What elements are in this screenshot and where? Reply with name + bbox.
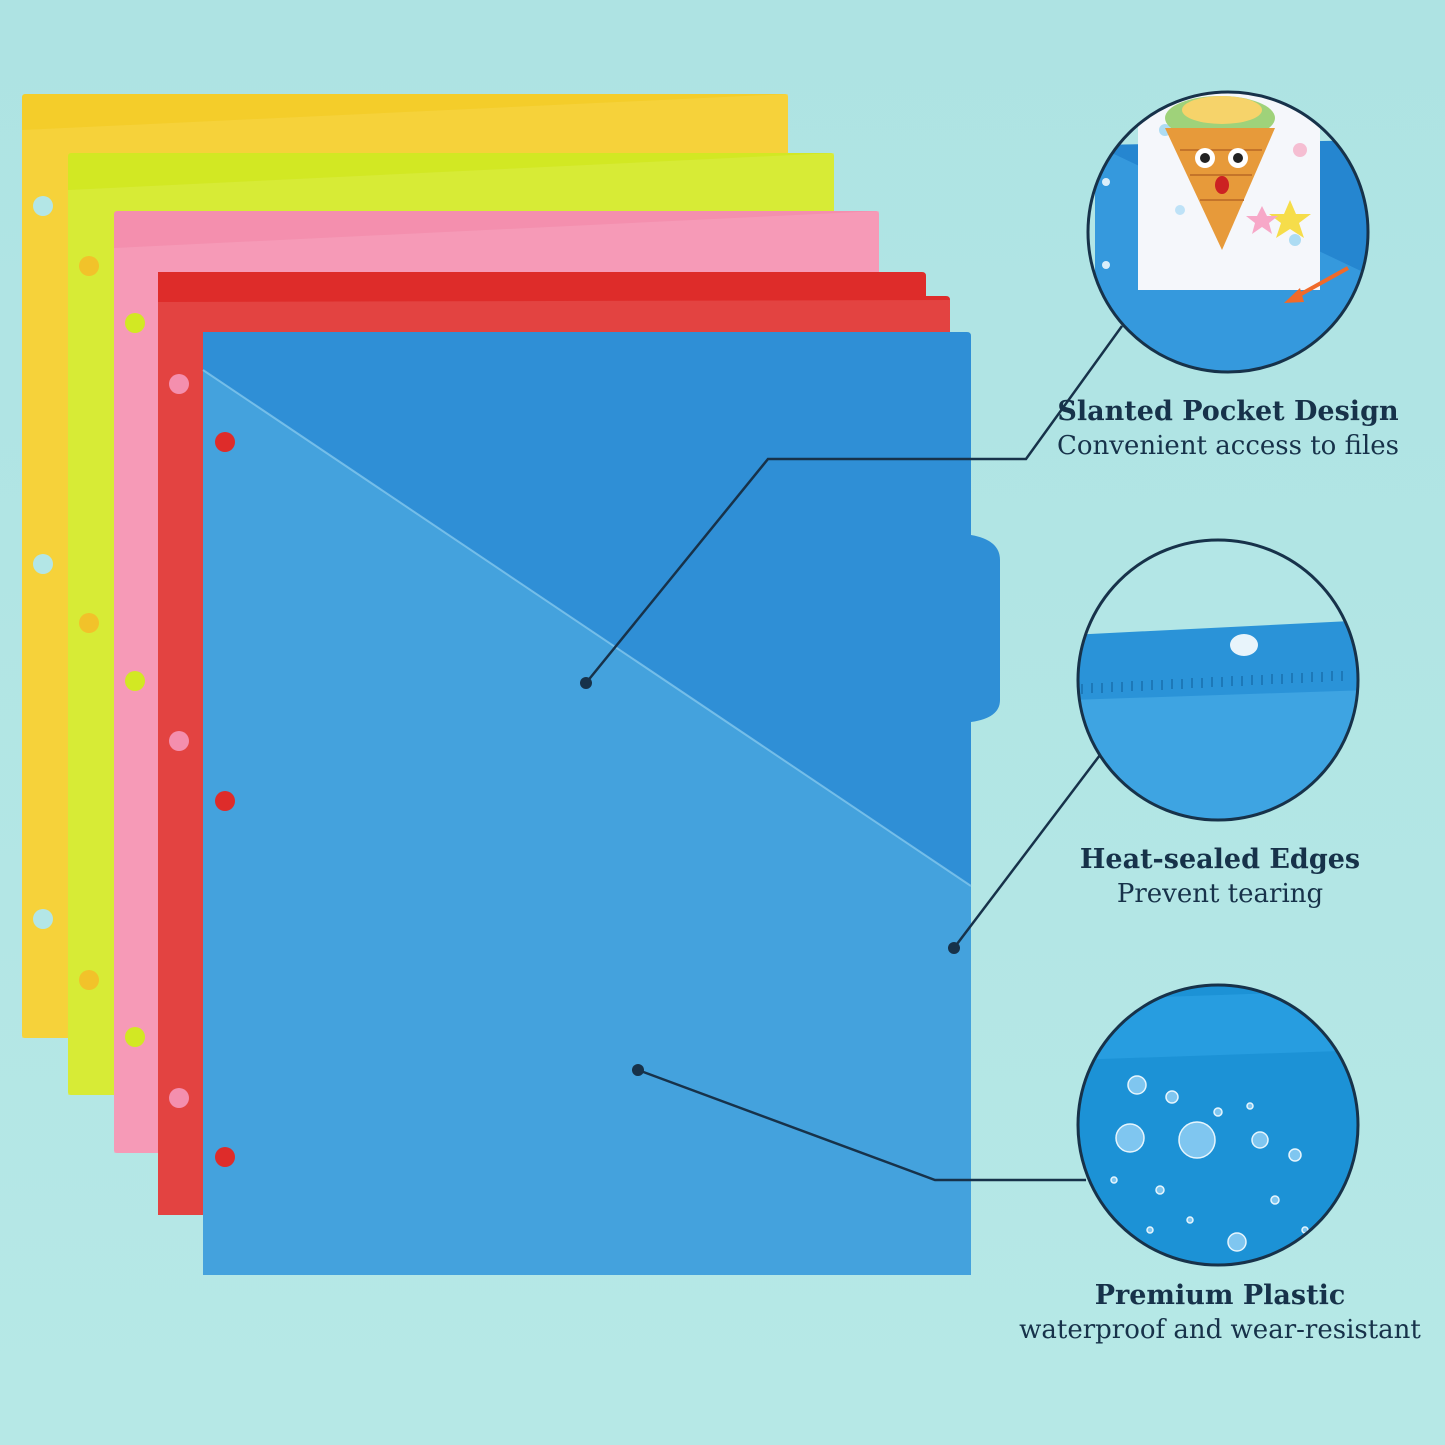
punch-hole <box>169 374 189 394</box>
punch-hole <box>169 1088 189 1108</box>
punch-hole <box>33 196 53 216</box>
callout-dot-2 <box>948 942 960 954</box>
punch-hole <box>125 313 145 333</box>
feature-slanted-pocket: Slanted Pocket Design Convenient access … <box>1018 395 1438 463</box>
zoom-circle-2 <box>1076 538 1360 822</box>
punch-hole <box>125 671 145 691</box>
slanted-pocket <box>203 370 971 1275</box>
feature-premium-plastic: Premium Plastic waterproof and wear-resi… <box>1010 1279 1430 1347</box>
punch-hole <box>169 731 189 751</box>
punch-hole <box>79 256 99 276</box>
feature-title: Slanted Pocket Design <box>1057 396 1399 427</box>
orange-arrow-icon <box>1293 266 1349 300</box>
punch-hole <box>33 554 53 574</box>
folder-blue <box>202 332 1000 1275</box>
punch-hole <box>215 791 235 811</box>
punch-hole <box>125 1027 145 1047</box>
feature-subtitle: Prevent tearing <box>1116 879 1324 909</box>
callout-dot-1 <box>580 677 592 689</box>
feature-subtitle: waterproof and wear-resistant <box>1019 1315 1421 1345</box>
callout-line-3 <box>637 1068 1086 1182</box>
callout-lines <box>585 325 1124 1182</box>
pocket-with-drawing-icon <box>1088 92 1368 372</box>
punch-hole <box>215 1147 235 1167</box>
punch-hole <box>33 909 53 929</box>
feature-title: Heat-sealed Edges <box>1079 844 1361 875</box>
feature-subtitle: Convenient access to files <box>1057 431 1399 461</box>
punch-hole <box>79 970 99 990</box>
punch-hole <box>79 613 99 633</box>
water-droplets-icon <box>1078 985 1358 1265</box>
zoom-circle-1 <box>1086 90 1370 374</box>
callout-line-2 <box>953 754 1101 949</box>
feature-title: Premium Plastic <box>1094 1280 1346 1311</box>
heat-sealed-edge-icon <box>1078 540 1358 820</box>
callout-line-1 <box>585 325 1124 684</box>
feature-heat-sealed: Heat-sealed Edges Prevent tearing <box>1010 843 1430 911</box>
punch-hole <box>215 432 235 452</box>
folder-stack <box>22 94 1000 1275</box>
zoom-circle-3 <box>1076 983 1360 1267</box>
callout-dot-3 <box>632 1064 644 1076</box>
